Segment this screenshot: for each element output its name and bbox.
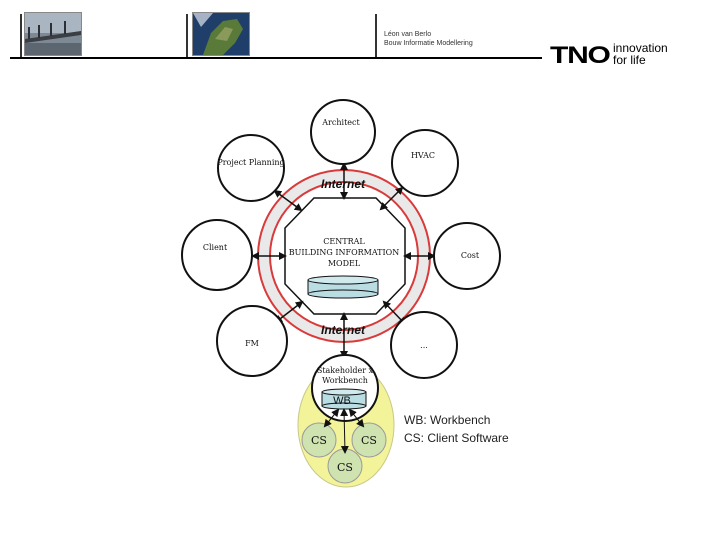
arrow-fm bbox=[274, 300, 304, 324]
logo-tagline: innovation for life bbox=[613, 42, 668, 66]
arrow-hvac bbox=[379, 186, 404, 211]
center-text-2: BUILDING INFORMATION bbox=[289, 248, 399, 257]
label-stakeholder-2: Workbench bbox=[322, 376, 368, 385]
node-stakeholder bbox=[311, 354, 379, 422]
cs-label-left: CS bbox=[311, 434, 327, 447]
label-more: ... bbox=[420, 341, 428, 350]
header-text: Léon van Berlo Bouw Informatie Modelleri… bbox=[384, 30, 473, 48]
arrow-wb-cs-bottom bbox=[340, 408, 349, 454]
label-hvac: HVAC bbox=[411, 151, 435, 160]
label-project-planning: Project Planning bbox=[217, 158, 284, 167]
cs-circle-left bbox=[301, 422, 337, 458]
workbench-cylinder bbox=[321, 388, 367, 410]
legend-workbench: WB: Workbench bbox=[404, 413, 490, 427]
cs-circle-right bbox=[351, 422, 387, 458]
node-fm bbox=[216, 305, 288, 377]
tno-logo: TNO bbox=[550, 42, 611, 69]
node-client bbox=[181, 219, 253, 291]
author-name: Léon van Berlo bbox=[384, 31, 432, 38]
arrow-wb-cs-left bbox=[323, 408, 340, 428]
database-cylinder bbox=[307, 275, 379, 299]
tagline-line1: innovation bbox=[613, 41, 668, 55]
header-rule bbox=[10, 57, 542, 59]
node-more bbox=[390, 311, 458, 379]
node-cost bbox=[433, 222, 501, 290]
label-architect: Architect bbox=[321, 118, 360, 127]
legend-client-software: CS: Client Software bbox=[404, 431, 509, 445]
label-stakeholder-1: Stakeholder x bbox=[317, 366, 374, 375]
cs-label-right: CS bbox=[361, 434, 377, 447]
label-cost: Cost bbox=[461, 251, 480, 260]
node-hvac bbox=[391, 129, 459, 197]
label-fm: FM bbox=[245, 339, 259, 348]
header-divider-3 bbox=[375, 14, 377, 58]
tagline-line2: for life bbox=[613, 53, 646, 67]
label-client: Client bbox=[203, 243, 228, 252]
node-architect bbox=[310, 99, 376, 165]
arrow-project-planning bbox=[273, 189, 303, 212]
header-divider-2 bbox=[186, 14, 188, 58]
satellite-photo-thumbnail bbox=[192, 12, 250, 56]
workbench-label: WB bbox=[333, 395, 351, 407]
node-project-planning bbox=[217, 134, 285, 202]
arrow-wb-cs-right bbox=[348, 408, 365, 428]
cs-label-bottom: CS bbox=[337, 461, 353, 474]
header-divider-1 bbox=[20, 14, 22, 58]
presentation-subtitle: Bouw Informatie Modellering bbox=[384, 40, 473, 47]
center-text-3: MODEL bbox=[328, 259, 361, 268]
bridge-photo-thumbnail bbox=[24, 12, 82, 56]
center-text-1: CENTRAL bbox=[323, 237, 365, 246]
